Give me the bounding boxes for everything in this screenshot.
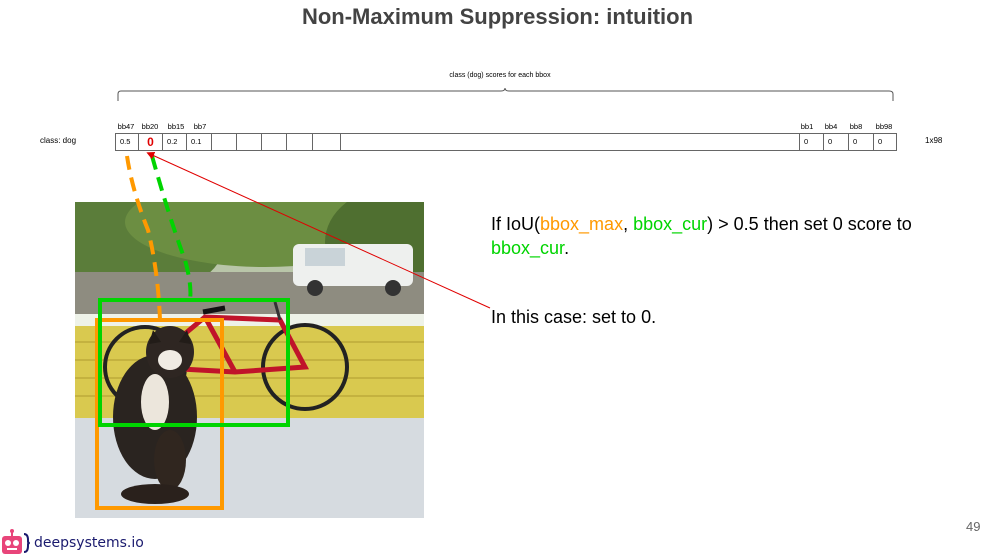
vector-size-label: 1x98 [925, 136, 943, 145]
col-header-bb15: bb15 [167, 122, 185, 131]
score-cell-bb98: 0 [873, 134, 896, 150]
col-header-bb20: bb20 [141, 122, 159, 131]
logo-text: deepsystems.io [34, 535, 144, 551]
robot-icon [2, 529, 30, 554]
score-cell-empty [262, 134, 287, 150]
rule-text-prefix: If IoU( [491, 214, 541, 234]
col-header-bb98: bb98 [875, 122, 893, 131]
explanation-rule: If IoU(bbox_max, bbox_cur) > 0.5 then se… [491, 212, 961, 260]
rule-target: bbox_cur [491, 238, 565, 258]
page-number: 49 [966, 519, 981, 534]
score-cell-empty [287, 134, 313, 150]
col-header-bb8: bb8 [849, 122, 863, 131]
brace-label: class (dog) scores for each bbox [449, 72, 551, 79]
score-cell-empty [212, 134, 237, 150]
col-header-bb4: bb4 [824, 122, 838, 131]
logo: deepsystems.io [0, 528, 144, 558]
rule-end: . [564, 238, 570, 258]
row-label-class: class: dog [40, 136, 77, 145]
dog-bicycle-photo [75, 202, 424, 518]
rule-text-suffix: ) > 0.5 then set 0 score to [707, 214, 912, 234]
score-cell-bb20: 0 [139, 134, 163, 150]
score-cell-bb47: 0.5 [116, 134, 139, 150]
rule-sep: , [623, 214, 634, 234]
slide-title: Non-Maximum Suppression: intuition [301, 4, 694, 29]
col-header-bb7: bb7 [193, 122, 207, 131]
score-cell-bb15: 0.2 [163, 134, 187, 150]
score-cell-bb4: 0 [823, 134, 848, 150]
rule-bbox-max: bbox_max [540, 214, 624, 234]
score-vector: 0.5 0 0.2 0.1 0 0 0 0 [115, 133, 897, 151]
score-cell-bb8: 0 [848, 134, 873, 150]
score-cell-empty [313, 134, 341, 150]
score-cell-bb1: 0 [799, 134, 823, 150]
col-header-bb1: bb1 [800, 122, 814, 131]
rule-bbox-cur: bbox_cur [633, 214, 708, 234]
curly-brace [117, 88, 894, 101]
col-header-bb47: bb47 [117, 122, 135, 131]
score-cell-empty [237, 134, 262, 150]
explanation-case: In this case: set to 0. [491, 307, 657, 327]
score-cell-bb7: 0.1 [187, 134, 212, 150]
